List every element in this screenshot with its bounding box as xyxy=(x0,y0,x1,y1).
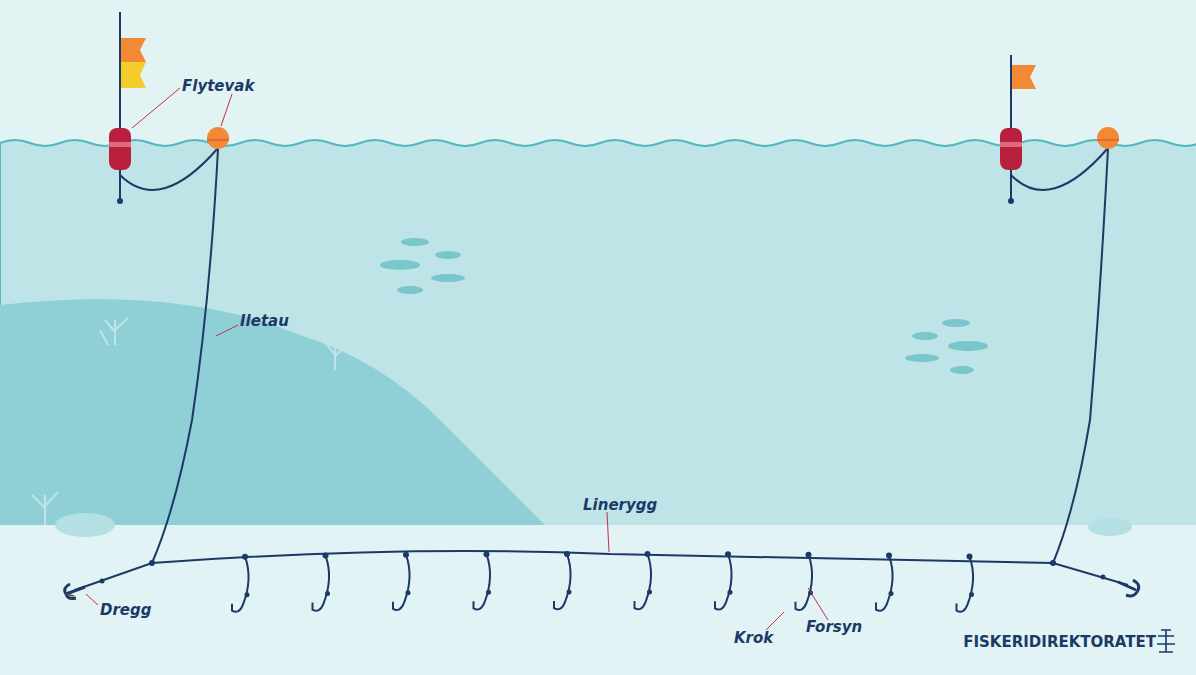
hook-snood xyxy=(796,555,813,610)
knot xyxy=(242,554,248,560)
knot xyxy=(886,553,892,559)
knot xyxy=(806,552,812,558)
knot xyxy=(725,551,731,557)
hook-snood xyxy=(957,557,974,612)
knot xyxy=(728,590,733,595)
knot xyxy=(647,590,652,595)
hook-snood xyxy=(313,556,330,611)
hook-snood xyxy=(876,556,893,611)
part-label: Linerygg xyxy=(583,497,657,514)
hook-snood xyxy=(715,554,732,609)
part-label: Krok xyxy=(734,630,773,647)
knot xyxy=(486,590,491,595)
hook-snood xyxy=(393,555,410,610)
hook-snood xyxy=(474,554,491,609)
fish xyxy=(380,238,988,374)
knot xyxy=(567,590,572,595)
sea xyxy=(0,140,1196,675)
part-label: Dregg xyxy=(100,602,152,619)
knot xyxy=(403,552,409,558)
hook-snood xyxy=(554,554,571,609)
hook-snood xyxy=(635,554,652,609)
knot xyxy=(323,553,329,559)
knot xyxy=(645,551,651,557)
logo-emblem xyxy=(1157,630,1175,652)
main-line xyxy=(75,551,1128,590)
buoy-line xyxy=(152,149,218,563)
hook-snood xyxy=(232,557,249,612)
seabed-hill xyxy=(0,299,545,525)
part-label: Forsyn xyxy=(806,619,862,636)
knot xyxy=(325,591,330,596)
sea-floor xyxy=(0,525,1196,675)
knot xyxy=(245,592,250,597)
logo-text: FISKERIDIREKTORATET xyxy=(963,634,1156,651)
stones xyxy=(55,513,1132,537)
coral xyxy=(32,318,1178,525)
part-label: Flytevak xyxy=(182,78,254,95)
buoy-line xyxy=(1053,149,1108,563)
knot xyxy=(889,591,894,596)
buoy-right xyxy=(1000,55,1119,204)
buoy-left xyxy=(109,12,229,204)
anchor xyxy=(65,580,1139,599)
knot xyxy=(484,551,490,557)
knot xyxy=(564,551,570,557)
hooks xyxy=(232,551,974,612)
part-label: Iletau xyxy=(240,313,289,330)
knot xyxy=(969,592,974,597)
leader-lines xyxy=(86,88,828,630)
knot xyxy=(967,554,973,560)
knot xyxy=(406,590,411,595)
